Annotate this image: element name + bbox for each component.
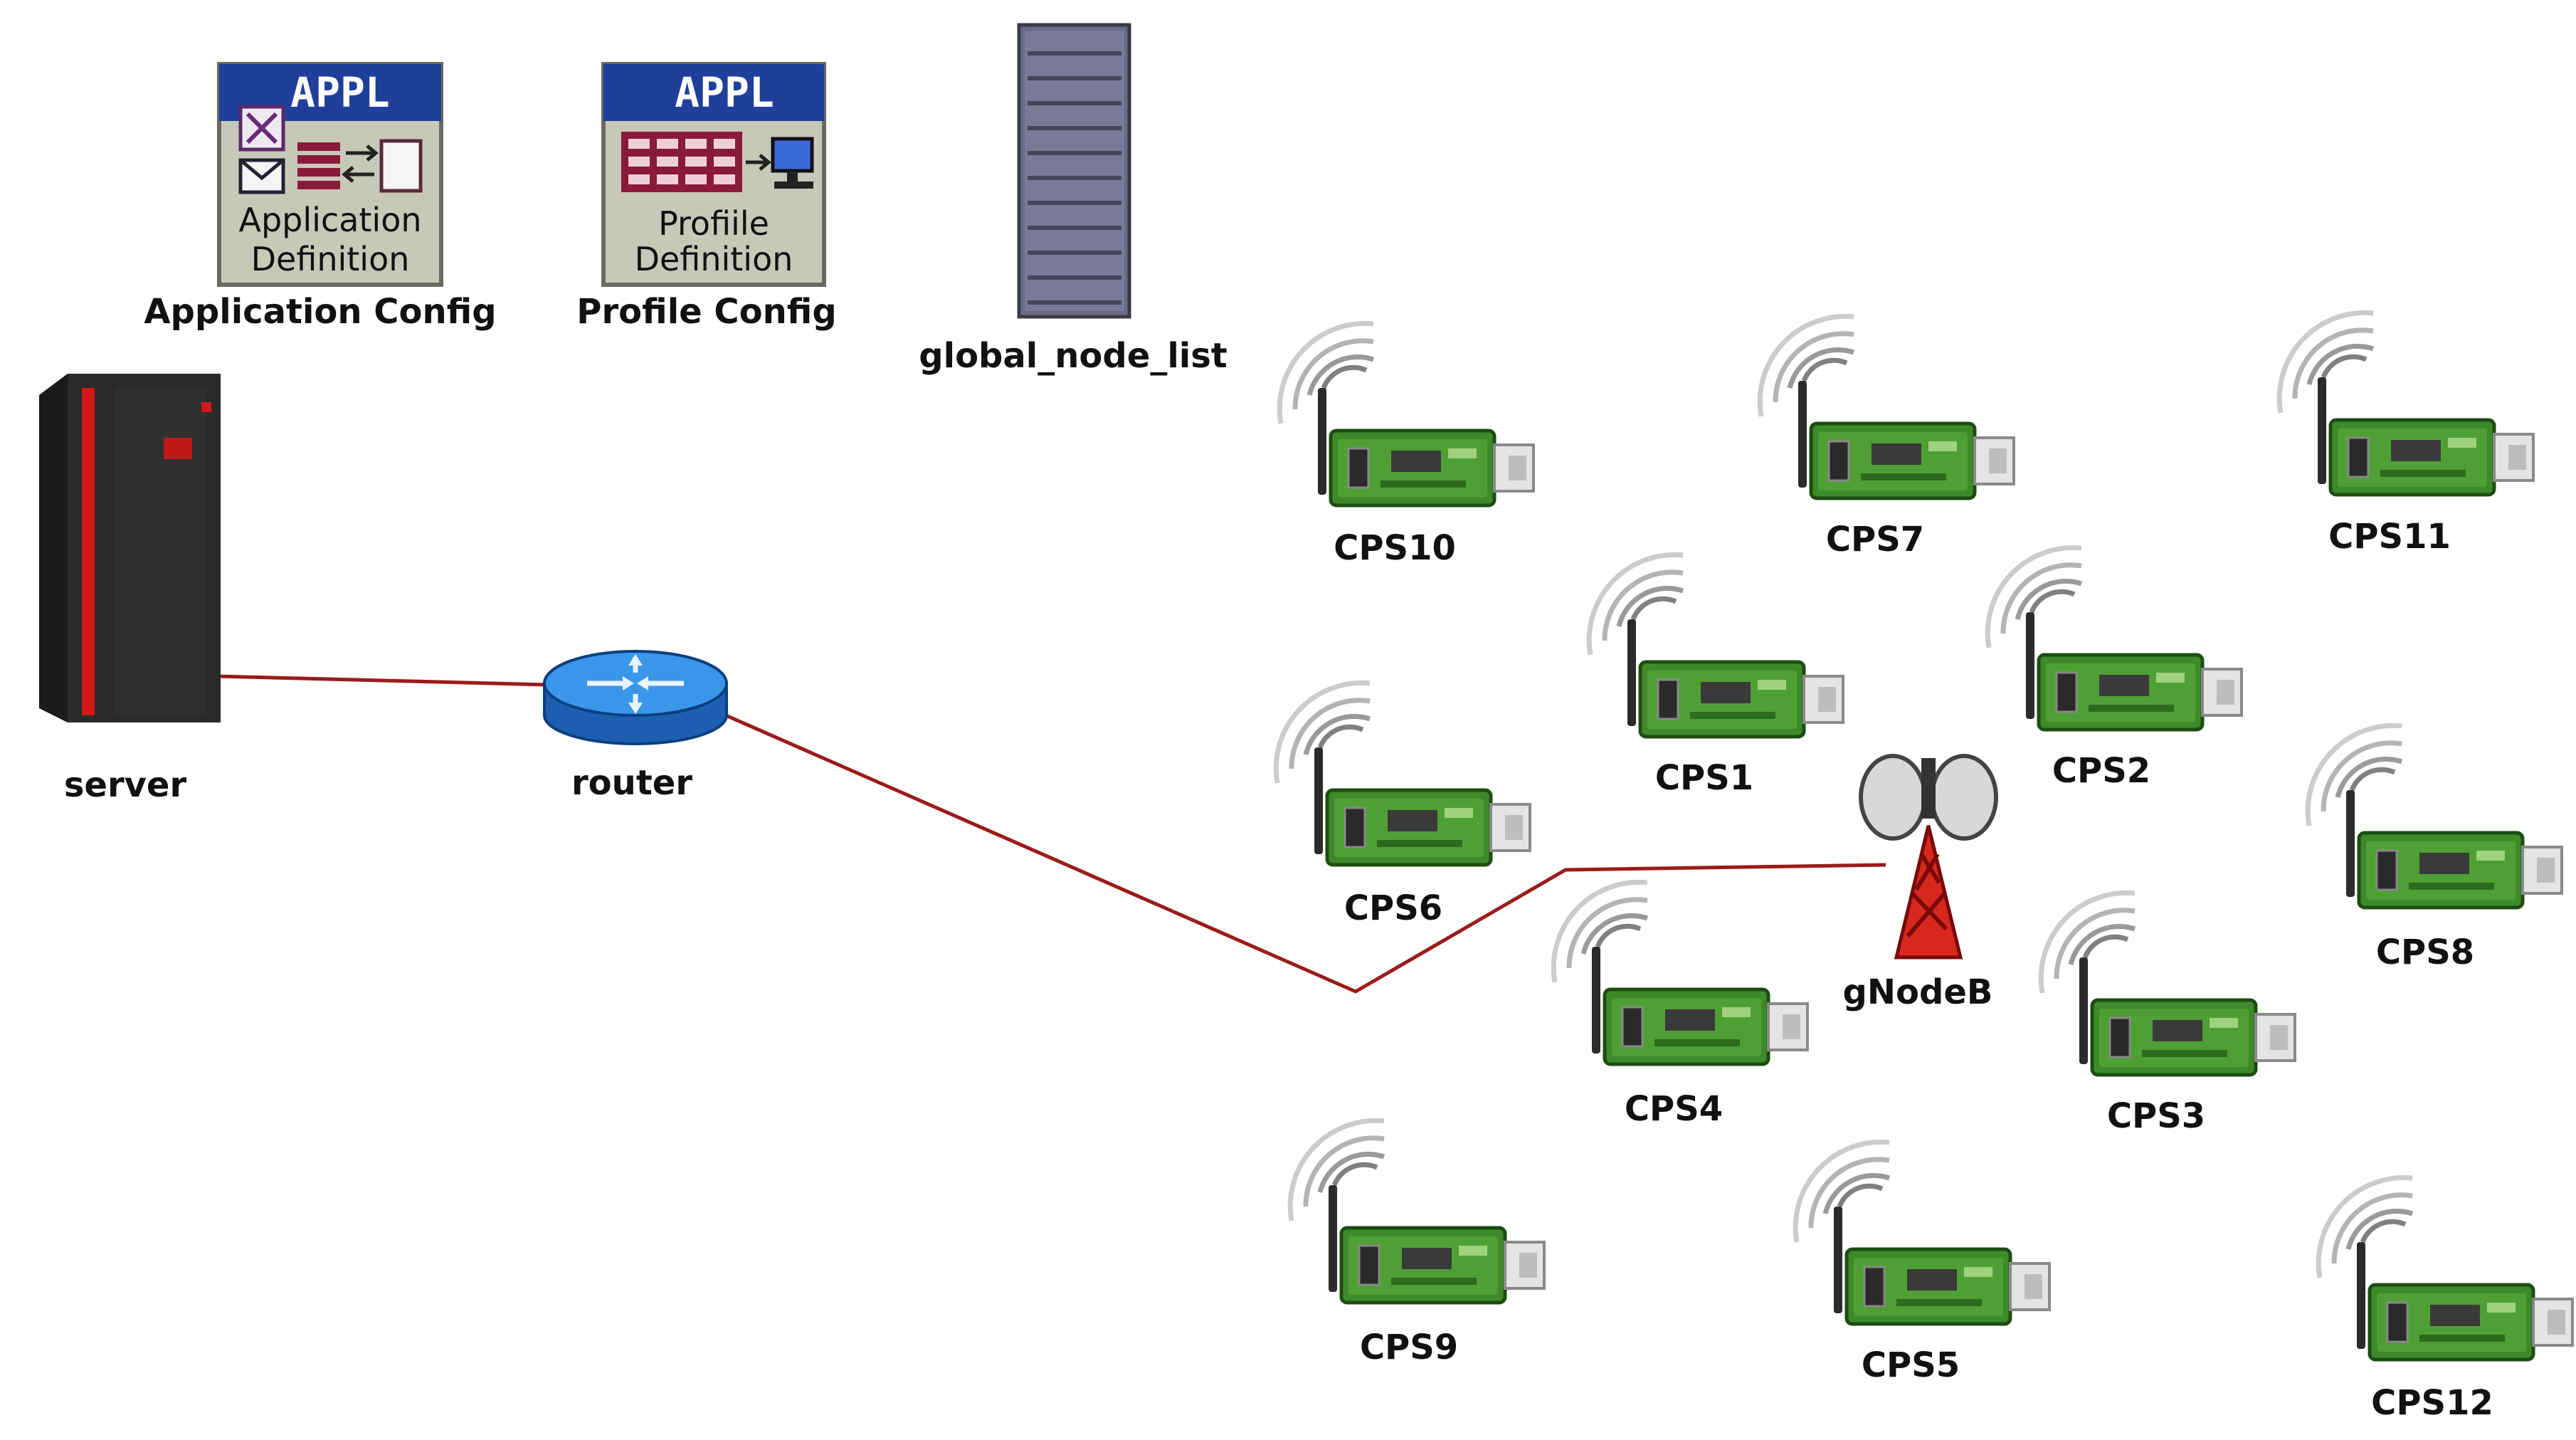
profile-config-icon-line2: Definition bbox=[635, 240, 793, 278]
cps3-device-icon[interactable] bbox=[2041, 893, 2295, 1075]
cps12-label: CPS12 bbox=[2371, 1383, 2493, 1423]
global-node-list-label: global_node_list bbox=[919, 336, 1228, 376]
cps9-label: CPS9 bbox=[1359, 1328, 1459, 1367]
router-node[interactable] bbox=[543, 650, 728, 745]
application-config-badge: APPL bbox=[290, 68, 390, 117]
cps7-device-icon[interactable] bbox=[1760, 316, 2014, 498]
profile-config-label: Profile Config bbox=[576, 292, 837, 332]
cps3-label: CPS3 bbox=[2106, 1096, 2206, 1136]
profile-definition-icon: APPL Profiile Definition bbox=[601, 62, 826, 287]
application-config-icon-line2: Definition bbox=[251, 240, 410, 278]
cps8-device-icon[interactable] bbox=[2308, 725, 2562, 908]
cps1-label: CPS1 bbox=[1654, 758, 1754, 798]
global-node-list-node[interactable] bbox=[1017, 23, 1131, 319]
cps6-device-icon[interactable] bbox=[1276, 683, 1530, 865]
cps7-label: CPS7 bbox=[1825, 520, 1925, 559]
router-label: router bbox=[571, 763, 692, 803]
profile-config-icon-line1: Profiile bbox=[658, 204, 769, 243]
cps12-device-icon[interactable] bbox=[2318, 1177, 2572, 1360]
cps4-label: CPS4 bbox=[1624, 1089, 1724, 1129]
cps11-label: CPS11 bbox=[2328, 517, 2451, 557]
gnodeb-label: gNodeB bbox=[1842, 972, 1993, 1012]
link-server-router[interactable] bbox=[216, 674, 549, 687]
application-config-label: Application Config bbox=[144, 292, 497, 332]
cps8-label: CPS8 bbox=[2375, 932, 2475, 972]
link-router-gnodeb[interactable] bbox=[724, 713, 1886, 994]
cps5-device-icon[interactable] bbox=[1795, 1142, 2049, 1324]
cps10-label: CPS10 bbox=[1334, 528, 1456, 568]
profile-config-node[interactable]: APPL Profiile Definition bbox=[601, 62, 826, 287]
cps2-label: CPS2 bbox=[2052, 751, 2151, 791]
cps5-label: CPS5 bbox=[1861, 1345, 1960, 1385]
cps2-device-icon[interactable] bbox=[1988, 547, 2242, 730]
gnodeb-node[interactable] bbox=[1859, 754, 1998, 960]
profile-config-badge: APPL bbox=[675, 68, 774, 117]
cps4-device-icon[interactable] bbox=[1553, 882, 1807, 1064]
cps9-device-icon[interactable] bbox=[1290, 1120, 1544, 1303]
server-label: server bbox=[63, 765, 187, 805]
router-icon bbox=[543, 650, 728, 745]
cps6-label: CPS6 bbox=[1344, 888, 1443, 928]
cell-tower-icon bbox=[1859, 754, 1998, 960]
cps10-device-icon[interactable] bbox=[1279, 323, 1534, 505]
links bbox=[216, 674, 1886, 994]
cps1-device-icon[interactable] bbox=[1589, 555, 1843, 737]
server-tower-icon bbox=[39, 374, 221, 722]
server-node[interactable] bbox=[39, 374, 221, 722]
application-config-icon-line1: Application bbox=[238, 201, 421, 239]
application-definition-icon: APPL Application Definition bbox=[217, 62, 443, 287]
application-config-node[interactable]: APPL Application Definition bbox=[217, 62, 443, 287]
cps11-device-icon[interactable] bbox=[2279, 312, 2533, 495]
server-rack-icon bbox=[1017, 23, 1131, 319]
